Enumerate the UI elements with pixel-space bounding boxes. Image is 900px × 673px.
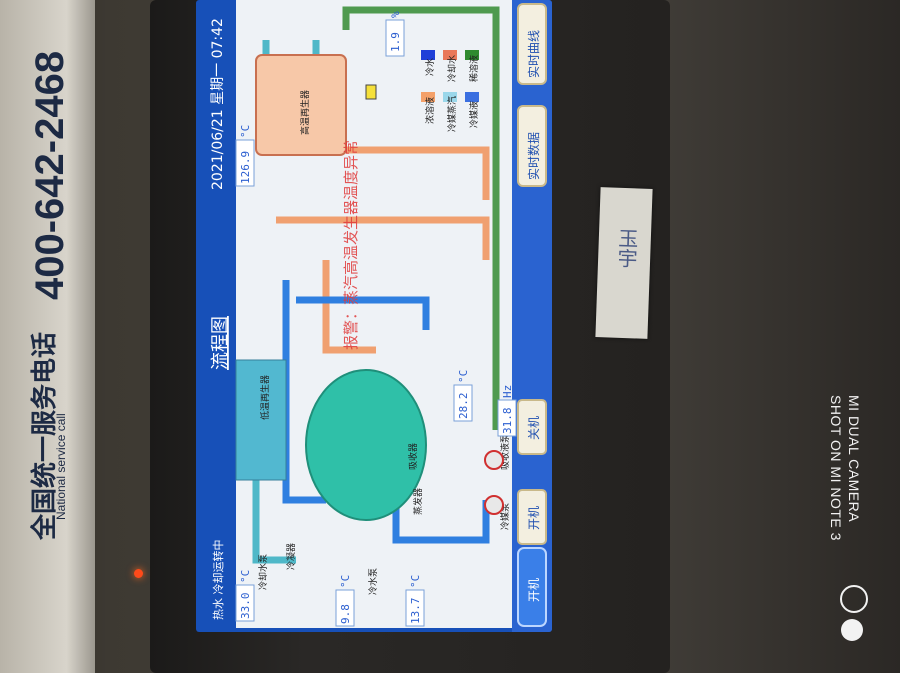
legend: 冷水 冷却水 稀溶液 浓溶液 冷媒蒸汽 冷媒液 bbox=[421, 50, 480, 132]
service-hotline-en: National service call bbox=[54, 413, 68, 520]
concentrated-solution-pipe-1 bbox=[336, 146, 490, 200]
cooling-in-temp-value: 33.0 bbox=[239, 593, 252, 620]
absorber-temp-box bbox=[453, 384, 473, 422]
legend-swatch-dilute bbox=[465, 50, 479, 60]
watermark-dot-icon bbox=[841, 619, 863, 641]
chilled-in-temp-unit: °C bbox=[409, 575, 422, 588]
evaporator-label: 蒸发器 bbox=[412, 488, 424, 515]
refrigerant-level-unit: % bbox=[389, 11, 402, 18]
legend-swatch-concentrated bbox=[421, 92, 435, 102]
settings-button-label: 开机 bbox=[527, 578, 541, 602]
refrigerant-pump-icon bbox=[484, 495, 504, 515]
hmi-canvas: 2021/06/21 星期一 07:42 流程图 热水 冷却运转中 高温再生器 … bbox=[210, 0, 552, 632]
refrigerant-liquid-pipe bbox=[282, 280, 326, 504]
legend-label-dilute: 稀溶液 bbox=[468, 55, 480, 82]
low-temp-generator-label: 低温再生器 bbox=[259, 375, 271, 420]
service-sticker: 全国统一服务电话 National service call 400-642-2… bbox=[0, 0, 95, 673]
refrigerant-level-value: 1.9 bbox=[389, 32, 402, 52]
absorber-temp-unit: °C bbox=[457, 370, 470, 383]
absorber-temp-value: 28.2 bbox=[457, 393, 470, 420]
chilled-water-pump-label: 冷水泵 bbox=[367, 568, 379, 595]
watermark-line1: SHOT ON MI NOTE 3 bbox=[828, 395, 844, 541]
run-state-text: 热水 冷却运转中 bbox=[211, 540, 225, 621]
stop-button[interactable]: 关机 bbox=[517, 399, 547, 455]
legend-label-refrigerant-liquid: 冷媒液 bbox=[468, 101, 480, 128]
chilled-out-temp-unit: °C bbox=[339, 575, 352, 588]
legend-label-concentrated: 浓溶液 bbox=[424, 97, 436, 124]
page-title: 流程图 bbox=[210, 316, 231, 370]
realtime-data-button[interactable]: 实时数据 bbox=[517, 105, 547, 187]
legend-label-chilled-water: 冷水 bbox=[424, 58, 436, 76]
start-button[interactable]: 开机 bbox=[517, 489, 547, 545]
cooling-water-pump-label: 冷却水泵 bbox=[257, 554, 269, 590]
refrigerant-level-box bbox=[385, 19, 405, 57]
legend-swatch-chilled-water bbox=[421, 50, 435, 60]
legend-label-cooling-water: 冷却水 bbox=[446, 55, 458, 82]
high-temp-generator-vessel bbox=[255, 54, 347, 156]
hmi-screen: 2021/06/21 星期一 07:42 流程图 热水 冷却运转中 高温再生器 … bbox=[196, 0, 552, 632]
pump-freq-unit: Hz bbox=[501, 385, 514, 398]
legend-label-refrigerant-vapor: 冷媒蒸汽 bbox=[446, 96, 458, 132]
start-button-label: 开机 bbox=[527, 506, 541, 530]
realtime-data-label: 实时数据 bbox=[526, 132, 541, 180]
absorber-evaporator-drum bbox=[305, 369, 427, 521]
dilute-solution-pipe bbox=[342, 6, 500, 430]
chilled-water-pipe-1 bbox=[296, 296, 430, 330]
legend-swatch-cooling-water bbox=[443, 50, 457, 60]
pump-freq-box bbox=[497, 399, 517, 437]
hg-temp-value: 126.9 bbox=[239, 151, 252, 184]
cooling-in-temp-unit: °C bbox=[239, 570, 252, 583]
realtime-curve-button[interactable]: 实时曲线 bbox=[517, 3, 547, 85]
absorber-label: 吸收器 bbox=[407, 443, 419, 470]
camera-watermark: SHOT ON MI NOTE 3 MI DUAL CAMERA bbox=[828, 395, 868, 645]
hg-temp-box bbox=[235, 139, 255, 187]
concentrated-solution-pipe-2 bbox=[276, 216, 490, 260]
chilled-out-temp-value: 9.8 bbox=[339, 604, 352, 624]
cooling-in-temp-box bbox=[235, 584, 255, 622]
condenser-label: 冷凝器 bbox=[285, 543, 297, 570]
datetime-display: 2021/06/21 星期一 07:42 bbox=[210, 18, 226, 190]
watermark-ring-icon bbox=[840, 585, 868, 613]
pump-freq-value: 31.8 bbox=[501, 408, 514, 435]
alarm-message: 报警：蒸汽高温发生器温度异常 bbox=[342, 140, 360, 350]
stop-button-label: 关机 bbox=[527, 416, 541, 440]
concentrated-solution-pipe-3 bbox=[322, 260, 376, 354]
solution-pump-icon bbox=[484, 450, 504, 470]
legend-swatch-refrigerant-vapor bbox=[443, 92, 457, 102]
legend-swatch-refrigerant-liquid bbox=[465, 92, 479, 102]
high-temp-generator-label: 高温再生器 bbox=[299, 90, 311, 135]
realtime-curve-label: 实时曲线 bbox=[526, 30, 541, 78]
level-gauge-indicator bbox=[365, 84, 377, 100]
hg-temp-unit: °C bbox=[239, 125, 252, 138]
low-temp-generator-vessel bbox=[235, 359, 287, 481]
watermark-line2: MI DUAL CAMERA bbox=[846, 395, 862, 523]
power-led-indicator bbox=[134, 569, 143, 578]
paper-note-text: 玉宇 bbox=[613, 227, 640, 269]
chilled-out-temp-box bbox=[335, 589, 355, 627]
paper-note: 玉宇 bbox=[595, 187, 653, 339]
settings-button[interactable]: 开机 bbox=[517, 547, 547, 627]
chilled-in-temp-box bbox=[405, 589, 425, 627]
service-hotline-number: 400-642-2468 bbox=[28, 50, 72, 300]
chilled-in-temp-value: 13.7 bbox=[409, 598, 422, 625]
